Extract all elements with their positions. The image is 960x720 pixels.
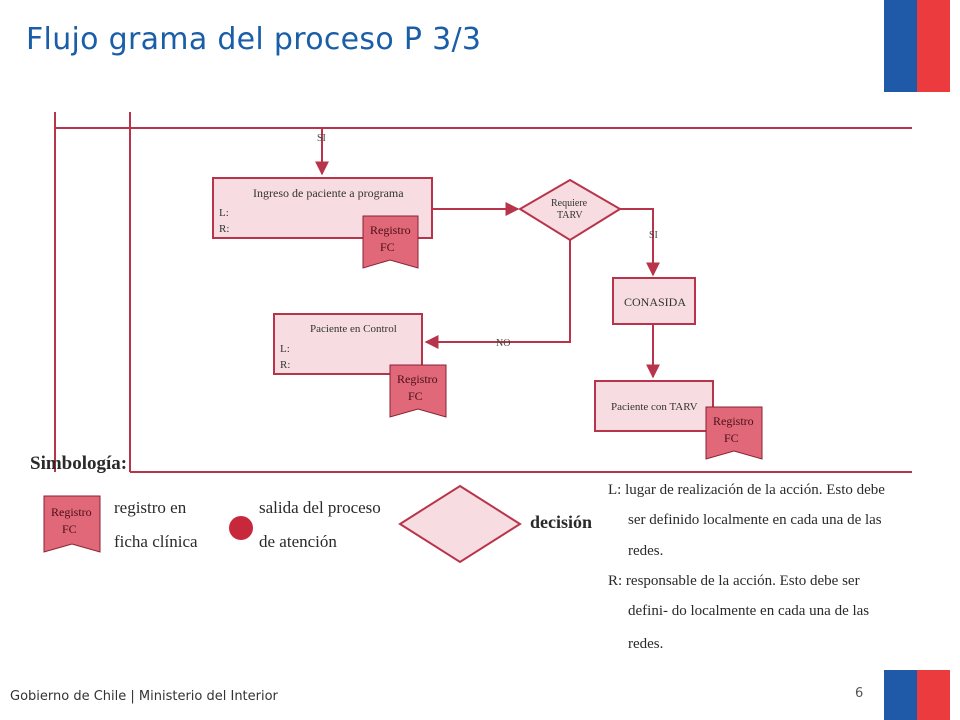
arrow-si-conasida xyxy=(620,208,660,277)
label-si-right: SI xyxy=(649,230,658,241)
legend-r-description: R: responsable de la acción. Esto debe s… xyxy=(608,573,869,652)
svg-text:Paciente con TARV: Paciente con TARV xyxy=(611,401,698,413)
svg-text:CONASIDA: CONASIDA xyxy=(624,295,686,309)
legend-registro-text-2: ficha clínica xyxy=(114,532,198,551)
arrow-no-control xyxy=(424,240,571,349)
flag-top-accent xyxy=(884,0,950,92)
page-title: Flujo grama del proceso P 3/3 xyxy=(26,22,482,57)
ingreso-title: Ingreso de paciente a programa xyxy=(253,186,404,200)
svg-text:Registro: Registro xyxy=(370,223,411,237)
registro-fc-doc-control: Registro FC xyxy=(389,364,447,418)
label-no: NO xyxy=(496,338,510,349)
legend-registro-doc-icon: registro en Registro FC xyxy=(43,495,101,553)
svg-text:defini- do localmente en cada: defini- do localmente en cada una de las xyxy=(628,603,869,619)
registro-fc-doc-ingreso: Registro FC xyxy=(362,215,419,269)
svg-text:redes.: redes. xyxy=(628,543,663,559)
page-number: 6 xyxy=(855,686,864,701)
conasida-box: CONASIDA xyxy=(612,277,696,325)
legend-registro-text-1: registro en xyxy=(114,498,187,517)
svg-text:FC: FC xyxy=(724,431,739,445)
svg-text:ser definido localmente en cad: ser definido localmente en cada una de l… xyxy=(628,512,882,528)
svg-text:Registro: Registro xyxy=(51,505,92,519)
svg-text:FC: FC xyxy=(380,240,395,254)
legend-heading: Simbología: xyxy=(30,453,127,474)
ingreso-r-label: R: xyxy=(219,223,229,235)
svg-text:L:: L: xyxy=(280,343,290,355)
label-si-top: SI xyxy=(317,133,326,144)
legend-salida-dot-icon xyxy=(229,516,253,540)
legend-decision-text: decisión xyxy=(530,512,592,532)
svg-text:FC: FC xyxy=(62,522,77,536)
paciente-tarv-box: Paciente con TARV xyxy=(594,380,714,432)
svg-text:TARV: TARV xyxy=(557,210,583,221)
legend-salida-text-2: de atención xyxy=(259,532,337,551)
swimlane-frame xyxy=(54,112,912,473)
svg-text:Registro: Registro xyxy=(397,372,438,386)
requiere-tarv-decision: Requiere TARV xyxy=(518,178,622,242)
legend-decision-diamond-icon xyxy=(398,484,522,564)
registro-fc-doc-tarv: Registro FC xyxy=(705,406,763,460)
footer-credit: Gobierno de Chile | Ministerio del Inter… xyxy=(10,689,278,704)
legend-l-description: L: lugar de realización de la acción. Es… xyxy=(608,482,885,559)
svg-text:L: lugar de realización de la: L: lugar de realización de la acción. Es… xyxy=(608,482,885,498)
ingreso-l-label: L: xyxy=(219,207,229,219)
svg-text:Registro: Registro xyxy=(713,414,754,428)
svg-text:redes.: redes. xyxy=(628,636,663,652)
paciente-control-box: Paciente en Control L: R: xyxy=(273,313,423,375)
svg-text:R: responsable de la acción. E: R: responsable de la acción. Esto debe s… xyxy=(608,573,860,589)
svg-text:FC: FC xyxy=(408,389,423,403)
svg-text:R:: R: xyxy=(280,359,290,371)
legend-salida-text-1: salida del proceso xyxy=(259,498,381,517)
flag-bottom-accent xyxy=(884,670,950,720)
svg-text:Paciente en Control: Paciente en Control xyxy=(310,323,397,335)
svg-text:Requiere: Requiere xyxy=(551,198,588,209)
